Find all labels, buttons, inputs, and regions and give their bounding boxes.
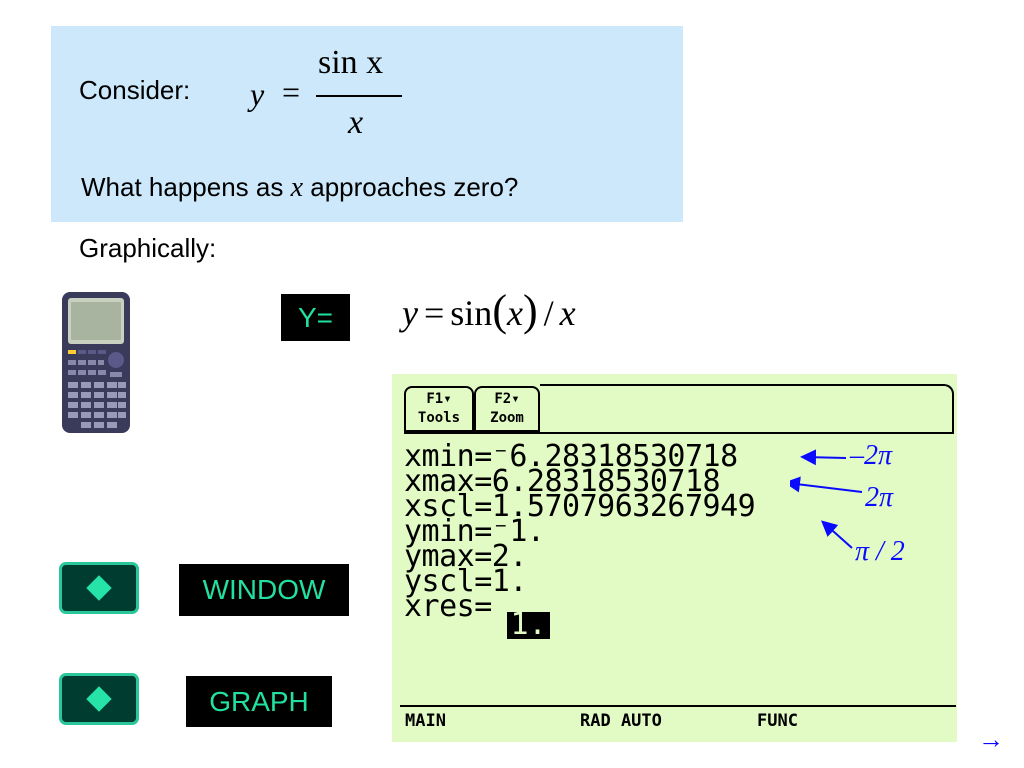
graphically-label: Graphically:	[79, 233, 217, 263]
tab-zoom-key: F2▾	[494, 391, 520, 407]
consider-label: Consider:	[79, 75, 191, 105]
func-y: y	[402, 293, 418, 333]
status-main: MAIN	[405, 711, 446, 731]
window-var-yscl[interactable]: yscl=1.	[404, 564, 527, 599]
tab-tools[interactable]: F1▾ Tools	[404, 386, 474, 432]
next-slide-arrow-icon[interactable]: →	[978, 724, 1004, 754]
func-slash: /	[543, 293, 554, 333]
xres-cursor-value[interactable]: 1.	[507, 610, 550, 640]
tab-zoom[interactable]: F2▾ Zoom	[474, 386, 540, 432]
question-post: approaches zero?	[303, 172, 519, 202]
fraction-numerator: sin x	[318, 44, 384, 81]
fraction-bar	[316, 95, 402, 97]
tab-zoom-label: Zoom	[490, 410, 524, 426]
func-x: x	[506, 293, 523, 333]
function-entry: y=sin(x)/x	[402, 285, 576, 336]
func-x2: x	[559, 293, 576, 333]
func-sin: sin	[450, 293, 493, 333]
annotation-arrows	[790, 449, 863, 549]
diamond-key[interactable]	[59, 673, 139, 725]
window-var-xmin[interactable]: xmin=⁻6.28318530718	[404, 439, 738, 474]
y-equals-key[interactable]: Y=	[281, 294, 350, 341]
graph-key[interactable]: GRAPH	[186, 676, 332, 727]
func-lparen: (	[492, 286, 507, 335]
annotation-pi-over-2: π / 2	[855, 536, 905, 567]
toolbar-frame	[540, 384, 954, 432]
question-pre: What happens as	[81, 172, 291, 202]
window-key[interactable]: WINDOW	[179, 564, 349, 616]
status-divider	[400, 705, 956, 707]
tab-tools-key: F1▾	[426, 391, 452, 407]
diamond-icon	[86, 575, 112, 601]
status-func: FUNC	[757, 711, 798, 731]
tab-tools-label: Tools	[417, 410, 461, 426]
question-var: x	[290, 172, 304, 203]
window-var-ymax[interactable]: ymax=2.	[404, 539, 527, 574]
calculator-image	[62, 292, 130, 433]
fraction-denominator: x	[348, 104, 364, 141]
func-eq: =	[423, 293, 445, 333]
annotation-2pi: 2π	[865, 482, 894, 513]
diamond-icon	[86, 686, 112, 712]
equation-lhs: y	[250, 76, 265, 112]
window-var-ymin[interactable]: ymin=⁻1.	[404, 514, 545, 549]
status-mode: RAD AUTO	[580, 711, 662, 731]
func-rparen: )	[522, 286, 538, 335]
annotation-neg-2pi: –2π	[850, 440, 893, 471]
window-var-xscl[interactable]: xscl=1.5707963267949	[404, 489, 756, 524]
question-box	[51, 26, 683, 222]
window-var-xmax[interactable]: xmax=6.28318530718	[404, 464, 721, 499]
equation-equals: =	[282, 74, 301, 110]
window-var-xres[interactable]: xres=	[404, 589, 492, 624]
toolbar-divider	[404, 432, 954, 434]
calculator-screen	[392, 374, 957, 742]
diamond-key[interactable]	[59, 562, 139, 614]
question-text: What happens as x approaches zero?	[81, 172, 518, 204]
